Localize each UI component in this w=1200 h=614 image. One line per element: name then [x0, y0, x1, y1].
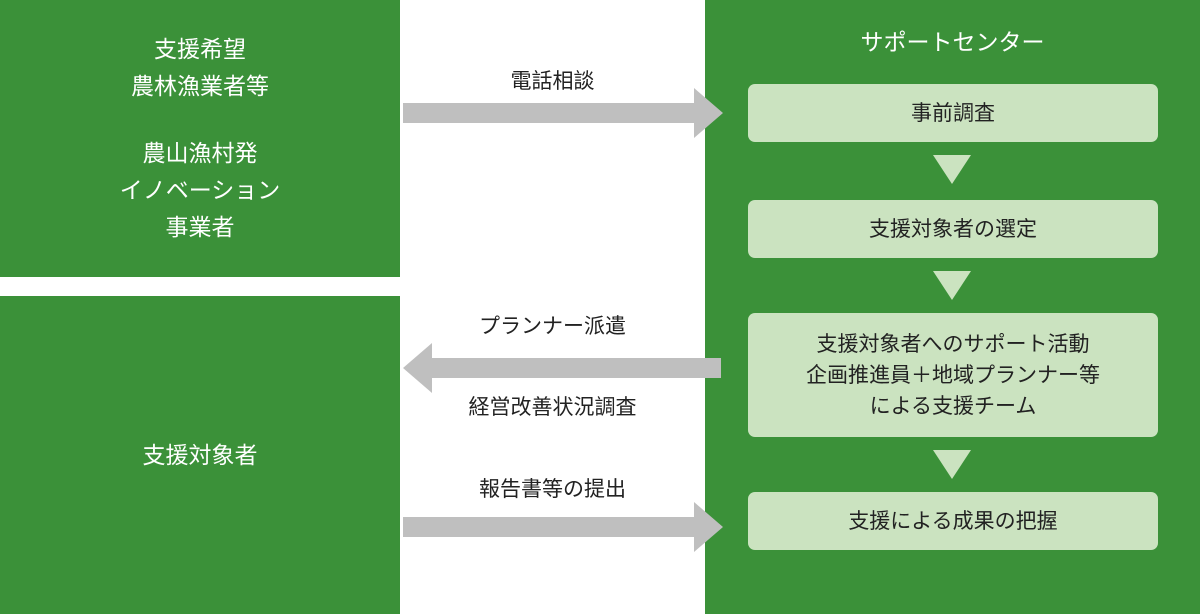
step-box-support-activity: 支援対象者へのサポート活動 企画推進員＋地域プランナー等 による支援チーム	[748, 313, 1158, 437]
panel-support-targets: 支援対象者	[0, 296, 400, 614]
arrow-shaft	[403, 517, 694, 537]
flow-label-planner-dispatch: プランナー派遣	[479, 315, 626, 338]
triangle-down-icon-2	[933, 271, 971, 300]
applicant-group-farmers: 支援希望 農林漁業者等	[131, 31, 269, 105]
applicant-farmers-label: 支援希望 農林漁業者等	[131, 36, 269, 99]
arrow-right-icon-report-submission	[403, 502, 723, 552]
arrow-right-icon-phone-consultation	[403, 88, 723, 138]
arrow-head	[403, 343, 432, 393]
arrow-shaft	[403, 103, 694, 123]
step-box-target-selection: 支援対象者の選定	[748, 200, 1158, 258]
panel-applicants: 支援希望 農林漁業者等 農山漁村発 イノベーション 事業者	[0, 0, 400, 277]
arrow-head	[694, 88, 723, 138]
flow-label-report-submission: 報告書等の提出	[479, 478, 626, 501]
applicant-group-innovation: 農山漁村発 イノベーション 事業者	[120, 135, 281, 246]
support-center-title: サポートセンター	[860, 29, 1045, 55]
panel-support-center: サポートセンター 事前調査 支援対象者の選定 支援対象者へのサポート活動 企画推…	[705, 0, 1200, 614]
triangle-down-icon-3	[933, 450, 971, 479]
triangle-down-icon-1	[933, 155, 971, 184]
arrow-shaft	[432, 358, 721, 378]
support-target-label: 支援対象者	[142, 441, 258, 468]
arrow-left-icon-planner-dispatch	[403, 343, 721, 393]
applicant-innovation-label: 農山漁村発 イノベーション 事業者	[119, 140, 281, 240]
flow-channel	[400, 0, 705, 614]
flow-label-management-improvement-survey: 経営改善状況調査	[468, 396, 637, 419]
step-box-outcome-assessment: 支援による成果の把握	[748, 492, 1158, 550]
flow-label-phone-consultation: 電話相談	[510, 70, 595, 93]
arrow-head	[694, 502, 723, 552]
step-box-preliminary-survey: 事前調査	[748, 84, 1158, 142]
